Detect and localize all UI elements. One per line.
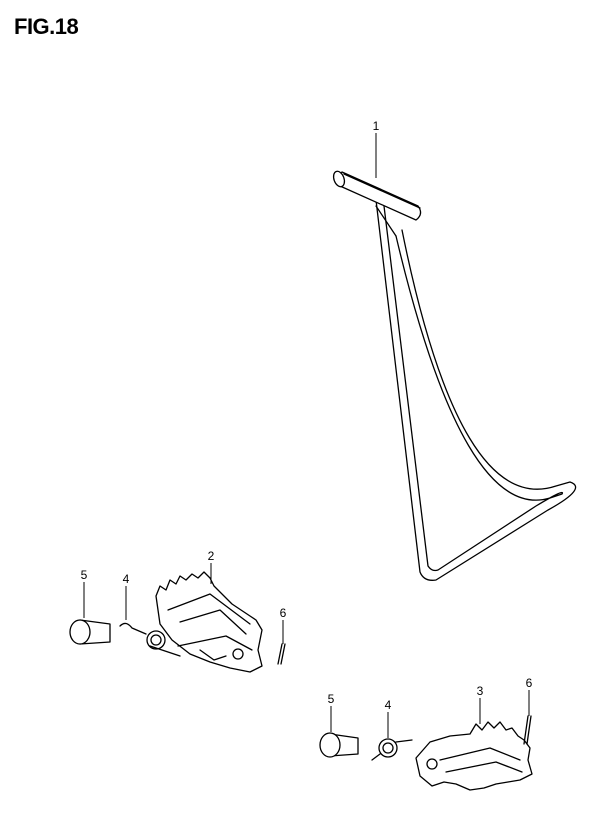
part-pin-right (319, 732, 359, 758)
callout-pin-left: 5 (81, 568, 88, 582)
callout-pin-right: 5 (328, 692, 335, 706)
part-spring-right (371, 738, 413, 761)
part-cotter-right (523, 715, 532, 745)
callout-footrest-right: 3 (477, 684, 484, 698)
callout-spring-left: 4 (123, 572, 130, 586)
part-cotter-left (277, 643, 286, 665)
part-spring-left (119, 622, 181, 657)
callout-stand: 1 (373, 119, 380, 133)
part-stand (332, 170, 577, 581)
callout-footrest-left: 2 (208, 549, 215, 563)
part-footrest-right (415, 721, 533, 791)
callout-cotter-left: 6 (280, 606, 287, 620)
callout-cotter-right: 6 (526, 676, 533, 690)
part-pin-left (69, 619, 111, 645)
part-footrest-left (155, 571, 263, 673)
figure-title: FIG.18 (14, 14, 79, 39)
callout-spring-right: 4 (385, 698, 392, 712)
